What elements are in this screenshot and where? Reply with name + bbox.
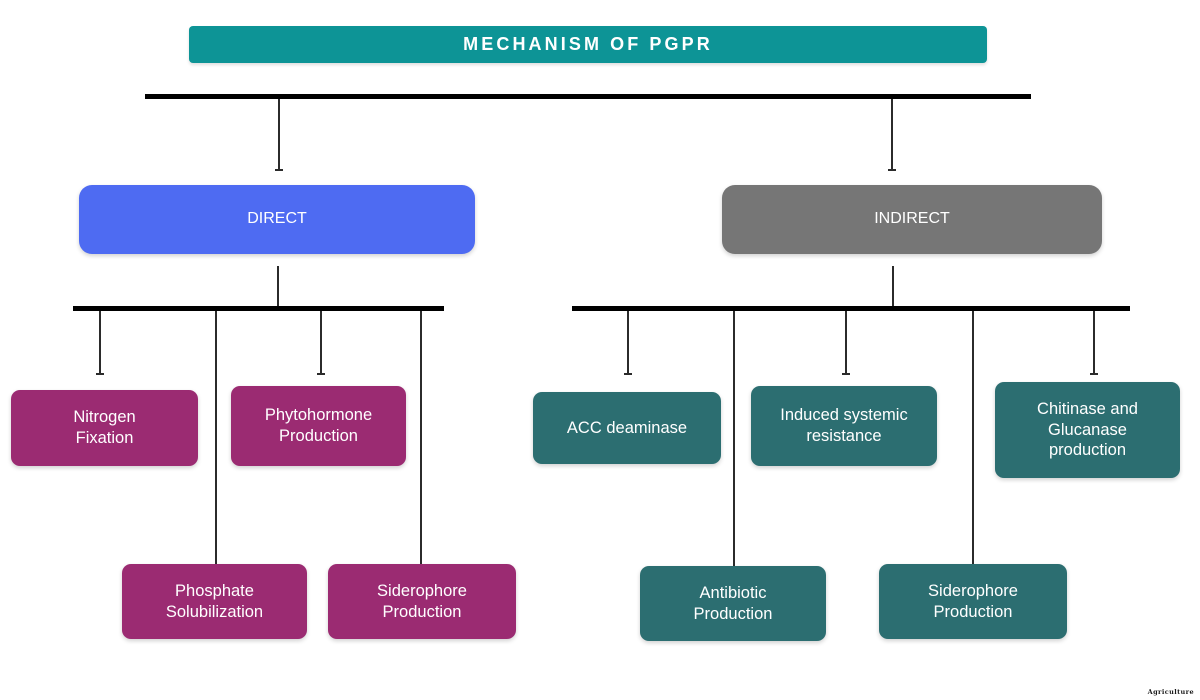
connector-direct-siderophore-production (420, 311, 422, 566)
leaf-label-acc-deaminase: ACC deaminase (566, 418, 688, 437)
connector-direct-phosphate-solubilization (215, 311, 217, 566)
connector-indirect-acc-deaminase-cap (624, 373, 632, 375)
branch-label-indirect: INDIRECT (874, 210, 950, 228)
diagram-title-bar: MECHANISM OF PGPR (189, 26, 987, 63)
connector-root-to-direct-cap (275, 169, 283, 171)
connector-indirect-chitinase-glucanase (1093, 311, 1095, 375)
branch-box-direct[interactable]: DIRECT (79, 185, 475, 254)
connector-direct-nitrogen-fixation-cap (96, 373, 104, 375)
connector-root-to-direct (278, 99, 280, 171)
connector-root-to-indirect-cap (888, 169, 896, 171)
indirect-horizontal-bar (572, 306, 1130, 311)
connector-root-to-indirect (891, 99, 893, 171)
connector-indirect-chitinase-glucanase-cap (1090, 373, 1098, 375)
connector-direct-phytohormone-production-cap (317, 373, 325, 375)
connector-indirect-siderophore-production (972, 311, 974, 568)
watermark: Agriculture (1147, 688, 1194, 696)
connector-direct-nitrogen-fixation (99, 311, 101, 375)
root-horizontal-bar (145, 94, 1031, 99)
branch-label-direct: DIRECT (247, 210, 307, 228)
connector-indirect-stem (892, 266, 894, 310)
connector-indirect-antibiotic-production (733, 311, 735, 568)
page-title: MECHANISM OF PGPR (463, 34, 713, 54)
connector-direct-phytohormone-production (320, 311, 322, 375)
connector-indirect-acc-deaminase (627, 311, 629, 375)
connector-indirect-induced-systemic-resistance (845, 311, 847, 375)
branch-box-indirect[interactable]: INDIRECT (722, 185, 1102, 254)
leaf-box-acc-deaminase[interactable]: ACC deaminase (533, 392, 721, 464)
direct-horizontal-bar (73, 306, 444, 311)
connector-indirect-induced-systemic-resistance-cap (842, 373, 850, 375)
connector-direct-stem (277, 266, 279, 310)
